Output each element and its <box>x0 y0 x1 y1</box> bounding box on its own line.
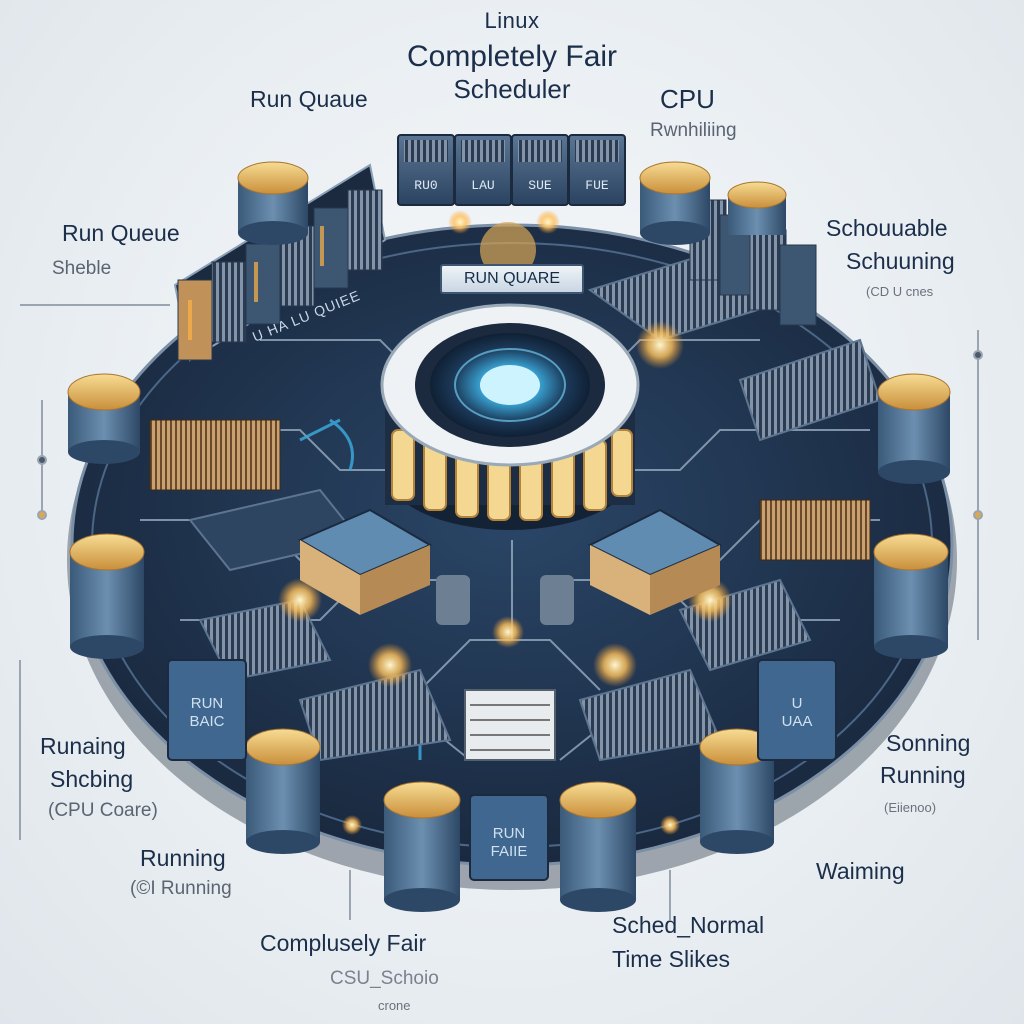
right-box-label: U UAA <box>781 695 813 730</box>
label-running-sub: (©I Running <box>130 878 232 899</box>
label-crone: crone <box>378 998 411 1013</box>
title-line-2: Completely Fair <box>406 40 618 73</box>
label-cd-u-cnes: (CD U cnes <box>866 284 934 299</box>
label-waiming: Waiming <box>816 858 905 884</box>
label-running-right: Running <box>880 762 966 788</box>
chip-label-1: RU0 <box>414 178 438 193</box>
label-rwnhiliing: Rwnhiliing <box>650 120 737 141</box>
label-run-queue: Run Queue <box>62 220 180 246</box>
chip-label-2: LAU <box>471 178 495 193</box>
label-sonning: Sonning <box>886 730 971 756</box>
label-running-left: Running <box>140 845 226 871</box>
label-runaing: Runaing <box>40 733 126 759</box>
label-sched-normal: Sched_Normal <box>612 912 765 938</box>
label-csu-schoio: CSU_Schoio <box>330 968 439 989</box>
label-cpu-coare: (CPU Coare) <box>48 800 158 821</box>
chip-label-3: SUE <box>528 178 552 193</box>
label-time-slikes: Time Slikes <box>612 946 730 972</box>
center-box-label: RUN FAIIE <box>490 825 528 860</box>
left-box-label: RUN BAIC <box>189 695 225 730</box>
title-line-3: Scheduler <box>453 74 571 104</box>
run-quare-pill: RUN QUARE <box>440 264 584 294</box>
label-schuuning: Schuuning <box>846 248 955 274</box>
label-sheble: Sheble <box>52 258 112 279</box>
label-cpu: CPU <box>660 84 715 114</box>
label-complusely-fair: Complusely Fair <box>260 930 427 956</box>
label-eiienoo: (Eiienoo) <box>884 800 937 815</box>
label-run-quaue: Run Quaue <box>250 86 368 112</box>
label-shcbing: Shcbing <box>50 766 134 792</box>
title-line-1: Linux <box>484 8 540 33</box>
label-schouuable: Schouuable <box>826 215 948 241</box>
chip-label-4: FUE <box>585 178 609 193</box>
